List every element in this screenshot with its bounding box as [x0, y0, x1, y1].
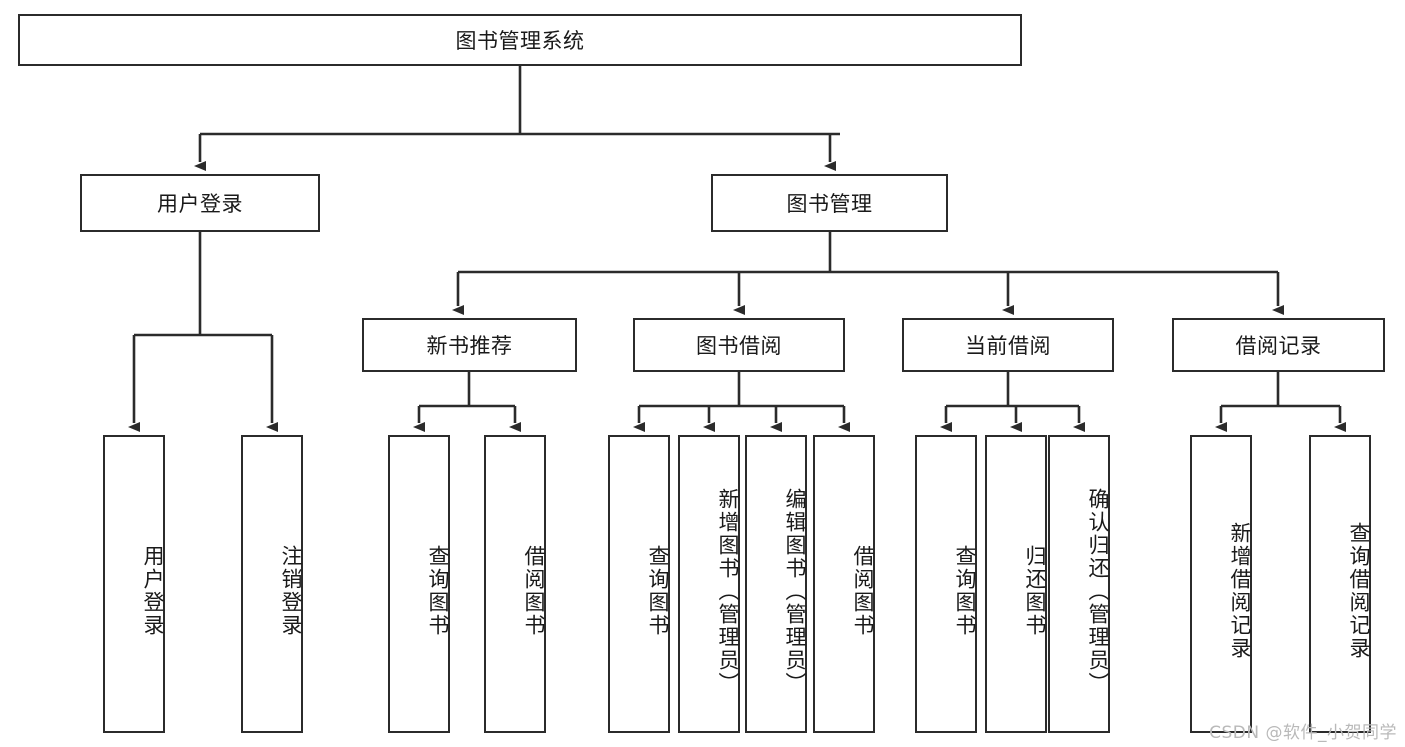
node-leaf-borrow-book-2-label: 借阅图书: [851, 545, 875, 637]
node-leaf-borrow-book-1-label: 借阅图书: [522, 545, 546, 637]
node-leaf-query-book-1[interactable]: 查询图书: [388, 435, 450, 733]
node-leaf-user-logout[interactable]: 注销登录: [241, 435, 303, 733]
node-user-login[interactable]: 用户登录: [80, 174, 320, 232]
node-leaf-query-record-label: 查询借阅记录: [1347, 522, 1371, 660]
node-leaf-user-logout-label: 注销登录: [279, 545, 303, 637]
node-leaf-add-book[interactable]: 新增图书（管理员）: [678, 435, 740, 733]
node-leaf-confirm-return[interactable]: 确认归还（管理员）: [1048, 435, 1110, 733]
watermark: CSDN @软件_小贺同学: [1209, 723, 1397, 743]
node-user-login-label: 用户登录: [157, 192, 243, 216]
node-root[interactable]: 图书管理系统: [18, 14, 1022, 66]
node-new-book-recommend-label: 新书推荐: [426, 334, 513, 358]
node-leaf-query-book-2[interactable]: 查询图书: [608, 435, 670, 733]
node-book-manage[interactable]: 图书管理: [711, 174, 948, 232]
node-leaf-user-login-label: 用户登录: [141, 545, 165, 637]
node-leaf-return-book-label: 归还图书: [1023, 545, 1047, 637]
node-leaf-add-record[interactable]: 新增借阅记录: [1190, 435, 1252, 733]
node-book-manage-label: 图书管理: [786, 192, 873, 216]
node-leaf-query-book-3-label: 查询图书: [953, 545, 977, 637]
node-leaf-query-book-3[interactable]: 查询图书: [915, 435, 977, 733]
node-leaf-confirm-return-label: 确认归还（管理员）: [1086, 487, 1110, 695]
node-leaf-edit-book[interactable]: 编辑图书（管理员）: [745, 435, 807, 733]
node-book-borrow[interactable]: 图书借阅: [633, 318, 845, 372]
node-borrow-record[interactable]: 借阅记录: [1172, 318, 1385, 372]
node-current-borrow-label: 当前借阅: [965, 334, 1051, 358]
node-leaf-query-book-2-label: 查询图书: [646, 545, 670, 637]
node-leaf-query-book-1-label: 查询图书: [426, 545, 450, 637]
node-leaf-borrow-book-2[interactable]: 借阅图书: [813, 435, 875, 733]
node-leaf-add-book-label: 新增图书（管理员）: [716, 487, 740, 695]
node-leaf-user-login[interactable]: 用户登录: [103, 435, 165, 733]
node-book-borrow-label: 图书借阅: [696, 334, 782, 358]
node-borrow-record-label: 借阅记录: [1235, 334, 1322, 358]
node-leaf-query-record[interactable]: 查询借阅记录: [1309, 435, 1371, 733]
node-leaf-return-book[interactable]: 归还图书: [985, 435, 1047, 733]
node-leaf-add-record-label: 新增借阅记录: [1228, 522, 1252, 660]
node-leaf-borrow-book-1[interactable]: 借阅图书: [484, 435, 546, 733]
node-new-book-recommend[interactable]: 新书推荐: [362, 318, 577, 372]
node-current-borrow[interactable]: 当前借阅: [902, 318, 1114, 372]
node-root-label: 图书管理系统: [455, 29, 585, 53]
node-leaf-edit-book-label: 编辑图书（管理员）: [783, 487, 807, 695]
